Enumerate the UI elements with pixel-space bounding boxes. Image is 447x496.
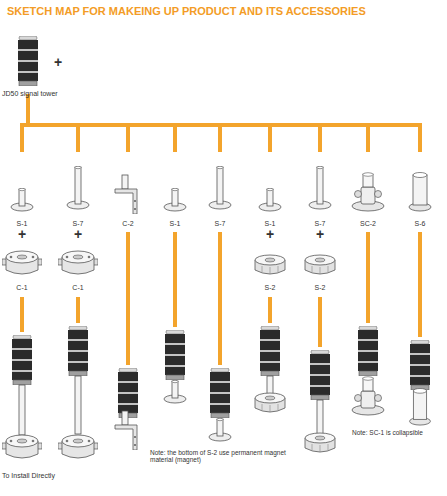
signal-tower [310,350,330,400]
accessory-row [2,166,431,274]
bus-line [418,125,422,150]
tube-mount [410,388,431,425]
box-base [2,251,42,274]
signal-tower [12,335,32,385]
short-pole [11,188,33,211]
plus-sign: + [70,226,86,242]
box-base [58,251,98,274]
signal-tower [358,326,378,376]
bus-line [20,299,24,330]
part-name: SC-2 [348,220,388,228]
bus-line [218,125,222,150]
bus-line [20,125,24,150]
part-name: C-1 [2,284,42,292]
signal-tower [165,330,185,380]
bus-line [366,125,370,150]
pole-tube [317,400,323,436]
magnet-base [255,255,285,274]
note-text: Note: SC-1 is collapsible [352,429,447,436]
magnet-base [305,433,335,452]
bus-line [418,234,422,335]
part-name: S-7 [200,220,240,228]
signal-tower [18,36,38,86]
part-name: S-2 [300,284,340,292]
box-base [2,435,42,458]
assembled-row [2,326,430,458]
bus-line [173,125,177,150]
plus-sign: + [262,226,278,242]
bus-line [173,234,177,325]
magnet-base [305,255,335,274]
long-pole [209,166,231,209]
short-pole [164,188,186,211]
plus-sign: + [50,54,66,70]
bus-line [126,234,130,363]
plus-sign: + [312,226,328,242]
signal-tower [260,326,280,376]
box-base [58,435,98,458]
part-name: JD50 signal tower [2,90,82,98]
bus-line [318,125,322,150]
signal-tower [118,368,138,418]
part-name: S-6 [400,220,440,228]
bus-line [76,299,80,321]
bus-line [126,125,130,150]
short-pole [259,188,281,211]
pole-tube [267,376,273,394]
part-name: S-1 [155,220,195,228]
bus-line [318,299,322,345]
signal-tower [68,326,88,376]
bus-line [268,299,272,321]
magnet-base [255,393,285,412]
bus-line [26,96,30,125]
swivel-mount [352,377,384,415]
signal-tower [210,368,230,418]
plus-sign: + [14,226,30,242]
diagram-title: SKETCH MAP FOR MAKEING UP PRODUCT AND IT… [7,5,447,18]
short-pole [164,380,186,403]
tube-mount [409,173,431,212]
part-name: C-1 [58,284,98,292]
bus-line [218,234,222,363]
install-note: To Install Directly [2,472,112,480]
orange-bus [22,96,420,363]
bus-line [268,125,272,150]
note-text: Note: the bottom of S-2 use permanent ma… [150,449,300,464]
bracket [115,175,137,214]
part-name: S-2 [250,284,290,292]
bus-line [76,125,80,150]
long-pole [67,166,89,209]
pole-tube [75,376,81,434]
short-pole [209,418,231,441]
swivel-mount [352,173,384,211]
pole-tube [19,385,25,435]
part-name: C-2 [108,220,148,228]
long-pole [309,166,331,209]
bracket [115,411,137,450]
bus-line [366,234,370,321]
signal-tower [410,340,430,390]
